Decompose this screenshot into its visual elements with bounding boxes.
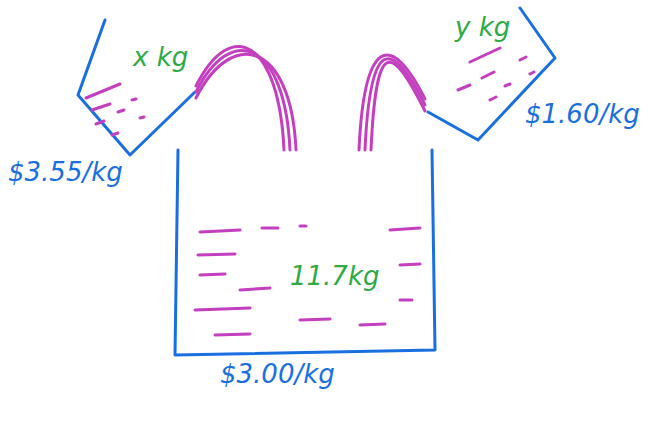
price-label: $3.00/kg [220, 360, 335, 389]
quantity-label: y kg [455, 13, 510, 42]
stream-line [365, 59, 425, 150]
price-label: $1.60/kg [525, 100, 640, 129]
bottom-bucket-outline [175, 150, 435, 355]
right-liquid-dashes [458, 48, 534, 100]
bucket-node: 11.7kg $3.00/kg [175, 150, 437, 412]
stream-line [196, 46, 284, 150]
quantity-label: 11.7kg [290, 262, 379, 291]
left-liquid-dashes [86, 84, 144, 135]
price-label: $3.55/kg [8, 158, 123, 187]
bucket-node: x kg $3.55/kg [8, 15, 196, 200]
stream-line [196, 50, 290, 150]
stream-line [371, 62, 425, 150]
pour-stream [359, 55, 425, 150]
stream-line [359, 55, 425, 150]
bottom-liquid-dashes [195, 226, 420, 335]
stream-line [196, 54, 296, 150]
left-bucket-outline [78, 20, 195, 155]
bucket-node: y kg $1.60/kg [425, 5, 647, 145]
quantity-label: x kg [133, 43, 188, 72]
pour-stream [196, 46, 296, 150]
